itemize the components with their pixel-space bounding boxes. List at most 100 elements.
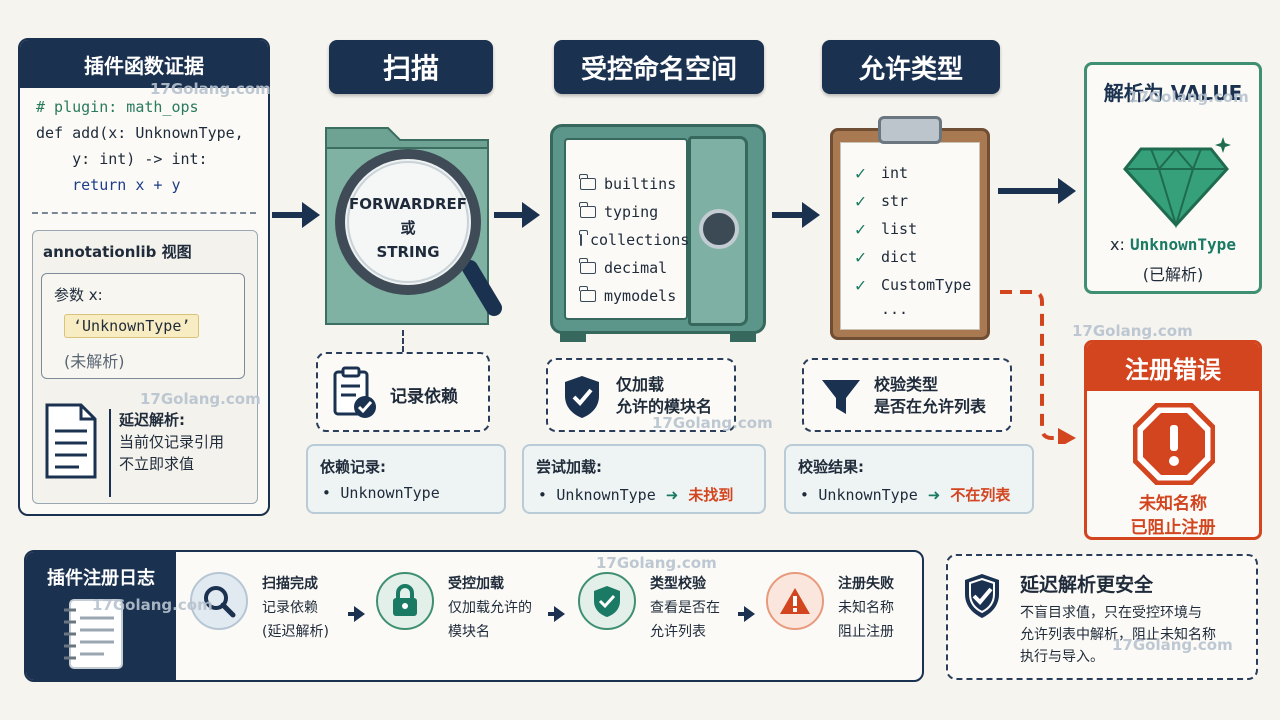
namespace-action-line1: 仅加载 — [616, 375, 665, 394]
log-step-title: 扫描完成 — [262, 576, 318, 592]
namespace-result-outcome: 未找到 — [688, 486, 734, 504]
log-step-load: 受控加载 仅加载允许的 模块名 — [376, 572, 532, 644]
log-side: 插件注册日志 — [26, 552, 176, 680]
namespace-action-label: 仅加载 允许的模块名 — [616, 374, 712, 418]
value-box: 解析为 VALUE x: UnknownType (已解析) — [1084, 62, 1262, 294]
funnel-icon — [822, 380, 860, 414]
safety-body: 不盲目求值，只在受控环境与 允许列表中解析，阻止未知名称 执行与导入。 — [1020, 602, 1216, 668]
log-step-text: 受控加载 仅加载允许的 模块名 — [448, 572, 532, 644]
namespace-result-row: • UnknownType ➜ 未找到 — [538, 484, 733, 505]
notebook-icon — [64, 599, 123, 669]
check-icon: ✓ — [855, 246, 866, 268]
safety-line1: 不盲目求值，只在受控环境与 — [1020, 605, 1202, 621]
param-value: ‘UnknownType’ — [64, 314, 200, 338]
log-step-scan: 扫描完成 记录依赖 (延迟解析) — [190, 572, 329, 644]
clipboard-paper: ✓int✓str✓list✓dict✓CustomType ... — [840, 142, 980, 330]
scan-result-item: UnknownType — [340, 484, 440, 502]
safe-foot-right — [730, 332, 756, 342]
folder-icon — [579, 202, 596, 218]
folder-magnifier-illustration — [325, 127, 502, 325]
arrow-2-head — [522, 202, 540, 228]
folder-icon — [579, 258, 596, 274]
module-name: decimal — [604, 259, 668, 277]
watermark: 17Golang.com — [652, 414, 773, 432]
log-step-text: 扫描完成 记录依赖 (延迟解析) — [262, 572, 329, 644]
lens-line2: 或 — [400, 219, 416, 237]
arrow-right-icon: ➜ — [922, 486, 946, 504]
log-step-line2: 阻止注册 — [838, 624, 894, 640]
lock-icon — [393, 584, 417, 616]
allowed-result-title: 校验结果: — [798, 458, 864, 476]
allowed-type-name: CustomType — [881, 276, 972, 294]
log-panel: 插件注册日志 扫描完成 记录依赖 (延迟解析) — [24, 550, 924, 682]
defer-line2: 不立即求值 — [119, 455, 195, 473]
check-icon: ✓ — [855, 218, 866, 240]
code-line-return: return x + y — [36, 176, 181, 194]
defer-box: 延迟解析: 当前仅记录引用 不立即求值 — [33, 393, 257, 505]
namespace-result: 尝试加载: • UnknownType ➜ 未找到 — [522, 444, 766, 514]
allowed-action: 校验类型 是否在允许列表 — [802, 358, 1012, 432]
safety-line3: 执行与导入。 — [1020, 649, 1104, 665]
allowed-result-row: • UnknownType ➜ 不在列表 — [800, 484, 1010, 505]
arrow-1-head — [302, 202, 320, 228]
safe-door — [688, 136, 748, 326]
error-path-arrow — [1000, 290, 1076, 444]
log-step-check: 类型校验 查看是否在 允许列表 — [578, 572, 720, 644]
warning-icon — [780, 588, 810, 614]
allowed-type-item: ✓str — [855, 187, 979, 215]
log-step-title: 注册失败 — [838, 576, 894, 592]
param-status: (未解析) — [64, 352, 125, 371]
allowed-result-outcome: 不在列表 — [950, 486, 1011, 504]
error-box: 注册错误 未知名称 已阻止注册 — [1084, 340, 1262, 540]
arrow-right-icon: ➜ — [660, 486, 684, 504]
allowed-type-name: list — [881, 220, 918, 238]
view-title: annotationlib 视图 — [43, 243, 192, 261]
module-name: mymodels — [604, 287, 677, 305]
clipboard-check-icon — [333, 366, 376, 418]
clipboard-clip — [878, 116, 942, 144]
folder-icon — [579, 286, 596, 302]
log-arrow-1-head — [354, 606, 365, 622]
param-box: 参数 x: ‘UnknownType’ (未解析) — [41, 273, 245, 379]
clipboard-illustration: ✓int✓str✓list✓dict✓CustomType ... — [830, 112, 990, 342]
error-title: 注册错误 — [1087, 343, 1259, 391]
module-name: typing — [604, 203, 659, 221]
log-step-fail: 注册失败 未知名称 阻止注册 — [766, 572, 894, 644]
module-item: mymodels — [579, 282, 686, 310]
namespace-action: 仅加载 允许的模块名 — [546, 358, 736, 432]
allowed-type-name: int — [881, 164, 909, 182]
module-item: builtins — [579, 170, 686, 198]
lens-line1: FORWARDREF — [348, 195, 468, 213]
log-step-title: 受控加载 — [448, 576, 504, 592]
check-icon: ✓ — [855, 274, 866, 296]
namespace-result-item: UnknownType — [556, 486, 656, 504]
safe-foot-left — [560, 332, 586, 342]
lens-line3: STRING — [376, 243, 440, 261]
code-line-comment: # plugin: math_ops — [36, 98, 199, 116]
shield-check-icon — [565, 376, 599, 418]
bullet: • — [800, 486, 819, 504]
log-arrow-2-head — [554, 606, 565, 622]
watermark: 17Golang.com — [1112, 636, 1233, 654]
shield-icon-circle — [578, 572, 636, 630]
evidence-title: 插件函数证据 — [20, 40, 268, 88]
defer-title: 延迟解析: — [119, 411, 185, 429]
namespace-action-line2: 允许的模块名 — [616, 397, 713, 416]
search-icon — [204, 586, 236, 618]
log-step-line1: 查看是否在 — [650, 600, 720, 616]
allowed-type-item: ✓ CustomType — [855, 271, 979, 299]
connector-1 — [402, 330, 404, 352]
allowed-type-name: dict — [881, 248, 918, 266]
code-line-def: def add(x: UnknownType, — [36, 124, 244, 142]
module-item: decimal — [579, 254, 686, 282]
scan-header: 扫描 — [329, 40, 493, 94]
watermark: 17Golang.com — [596, 554, 717, 572]
folder-icon — [579, 174, 596, 190]
watermark: 17Golang.com — [150, 80, 271, 98]
log-step-title: 类型校验 — [650, 576, 706, 592]
warning-icon-circle — [766, 572, 824, 630]
scan-action-label: 记录依赖 — [390, 387, 458, 407]
log-title: 插件注册日志 — [47, 568, 155, 589]
